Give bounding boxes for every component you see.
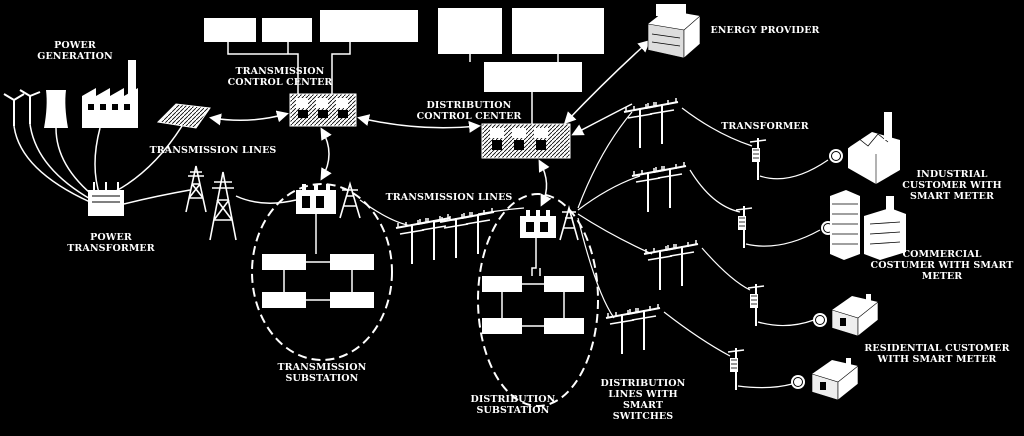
label-transmission-substation: TRANSMISSION SUBSTATION [277, 362, 367, 384]
label-power-transformer: POWER TRANSFORMER [67, 232, 155, 254]
label-transmission-control-center: TRANSMISSION CONTROL CENTER [227, 66, 333, 88]
commercial-customer-icon [830, 190, 906, 260]
residential-customer-icon [831, 293, 879, 337]
label-power-generation: POWER GENERATION [37, 40, 113, 62]
label-residential-customer: RESIDENTIAL CUSTOMER WITH SMART METER [864, 343, 1010, 365]
label-transmission-lines-left: TRANSMISSION LINES [149, 145, 277, 156]
label-distribution-substation: DISTRIBUTION SUBSTATION [470, 394, 556, 416]
power-plant-icon [3, 60, 211, 129]
label-distribution-control-center: DISTRIBUTION CONTROL CENTER [416, 100, 522, 122]
transmission-servers [204, 10, 418, 94]
distribution-lines [577, 107, 753, 357]
label-industrial-customer: INDUSTRIAL CUSTOMER WITH SMART METER [902, 169, 1002, 202]
label-energy-provider: ENERGY PROVIDER [710, 25, 820, 36]
generation-feed-lines [13, 123, 183, 203]
label-commercial-customer: COMMERCIAL COSTUMER WITH SMART METER [870, 249, 1014, 282]
label-transmission-lines-mid: TRANSMISSION LINES [385, 192, 513, 203]
label-distribution-lines: DISTRIBUTION LINES WITH SMART SWITCHES [600, 378, 686, 422]
residential-customer-icon-2 [811, 357, 859, 401]
transmission-substation-icon [262, 181, 374, 308]
power-transformer-icon [88, 182, 124, 216]
transmission-tower-icon [185, 165, 237, 241]
industrial-customer-icon [847, 112, 900, 184]
transmission-line-poles [396, 208, 494, 264]
energy-provider-icon [647, 4, 701, 59]
distribution-line-poles [606, 98, 698, 354]
transmission-substation-boundary [251, 183, 393, 361]
transmission-control-center-icon [289, 93, 357, 127]
smart-meter-icons [790, 148, 844, 390]
distribution-substation-icon [482, 205, 584, 334]
distribution-substation-boundary [477, 193, 599, 407]
label-transformer: TRANSFORMER [721, 121, 809, 132]
distribution-control-center-icon [481, 123, 571, 159]
